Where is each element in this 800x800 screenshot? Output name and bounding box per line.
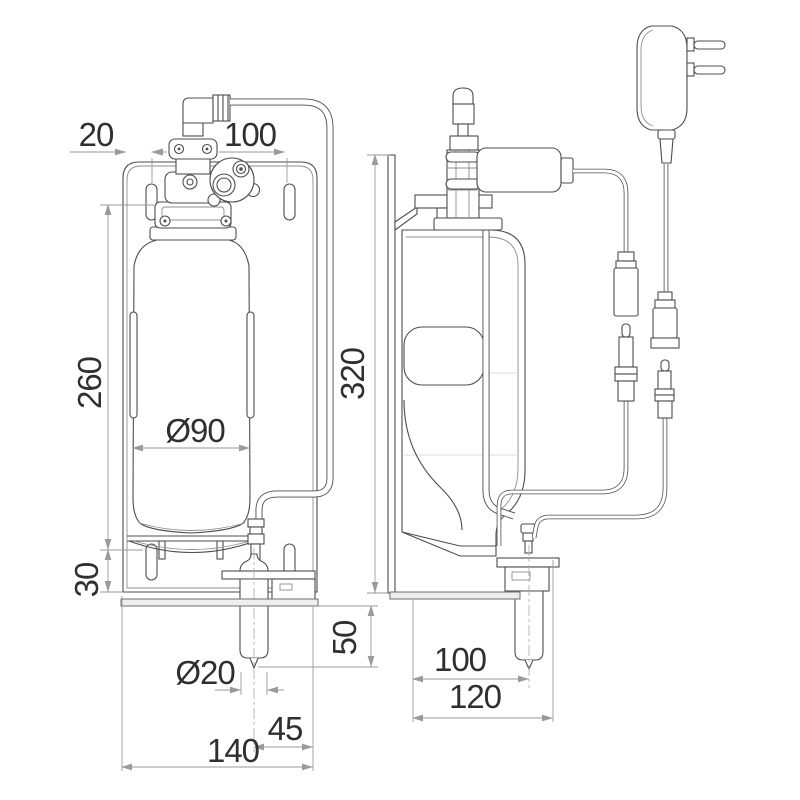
- keyhole-slot: [145, 183, 158, 221]
- dc-connector-female: [613, 251, 639, 317]
- spout-assembly-side: [496, 523, 560, 688]
- dim-label-bracket-height: 320: [334, 347, 371, 400]
- pump-assembly-side: [394, 87, 574, 232]
- liquid-tube-front: [230, 98, 334, 521]
- strain-relief: [657, 129, 676, 140]
- dim-label-hole-offset: 20: [79, 116, 114, 153]
- cap-skirt: [149, 226, 237, 241]
- pump-assembly-front: [149, 94, 261, 241]
- spout-flange: [221, 570, 316, 580]
- dc-connector-female: [650, 291, 680, 349]
- front-view: [120, 94, 334, 752]
- spout-flange-side: [496, 557, 560, 568]
- cap-side: [433, 217, 503, 231]
- dimension-annotations: [70, 148, 554, 771]
- housing-cutout: [403, 326, 485, 386]
- keyhole-slot: [283, 183, 296, 221]
- dim-label-bottle-height: 260: [71, 356, 108, 409]
- front-base-plate: [120, 598, 319, 607]
- pump-neck: [182, 121, 204, 137]
- side-view: [387, 87, 574, 688]
- keyhole-slot: [145, 543, 158, 581]
- pump-top-flange: [168, 138, 218, 160]
- power-wiring: [496, 25, 726, 546]
- dimension-labels: 20 100 260 30 Ø90 Ø20 45 140 50 320 100 …: [68, 116, 503, 769]
- dim-label-bracket-depth: 120: [449, 678, 502, 715]
- housing-side: [401, 229, 526, 557]
- liquid-tube-side: [482, 230, 516, 520]
- plug-pin: [693, 40, 726, 50]
- plunger-dome: [452, 87, 474, 105]
- motor-cylinder: [476, 147, 562, 193]
- bottle-shelf: [127, 535, 257, 560]
- hose-barb: [212, 94, 231, 122]
- dim-label-nozzle-wall-distance: 100: [434, 641, 487, 678]
- dim-label-bracket-width: 140: [207, 732, 260, 769]
- side-base-plate: [389, 591, 521, 600]
- adapter-body: [636, 25, 688, 131]
- bottle-clip: [246, 311, 255, 419]
- power-adapter: [636, 25, 726, 164]
- plug-pin: [693, 65, 726, 75]
- dim-label-nozzle-offset: 45: [268, 710, 303, 747]
- dim-label-bottle-diameter: Ø90: [165, 412, 225, 449]
- side-wall-plate: [387, 154, 396, 594]
- dim-label-bottom-margin: 30: [68, 562, 105, 597]
- dim-label-hole-spacing: 100: [224, 116, 277, 153]
- dim-label-nozzle-drop: 50: [326, 620, 363, 655]
- bottle-clip: [129, 311, 138, 419]
- dc-connector-male: [614, 323, 638, 402]
- dc-connector-male: [654, 359, 675, 419]
- bottle-front: [132, 239, 251, 534]
- dim-label-nozzle-diameter: Ø20: [175, 654, 235, 691]
- motor-end-cap: [560, 157, 574, 184]
- elbow-fitting: [182, 97, 214, 124]
- bracket-strut: [394, 205, 418, 232]
